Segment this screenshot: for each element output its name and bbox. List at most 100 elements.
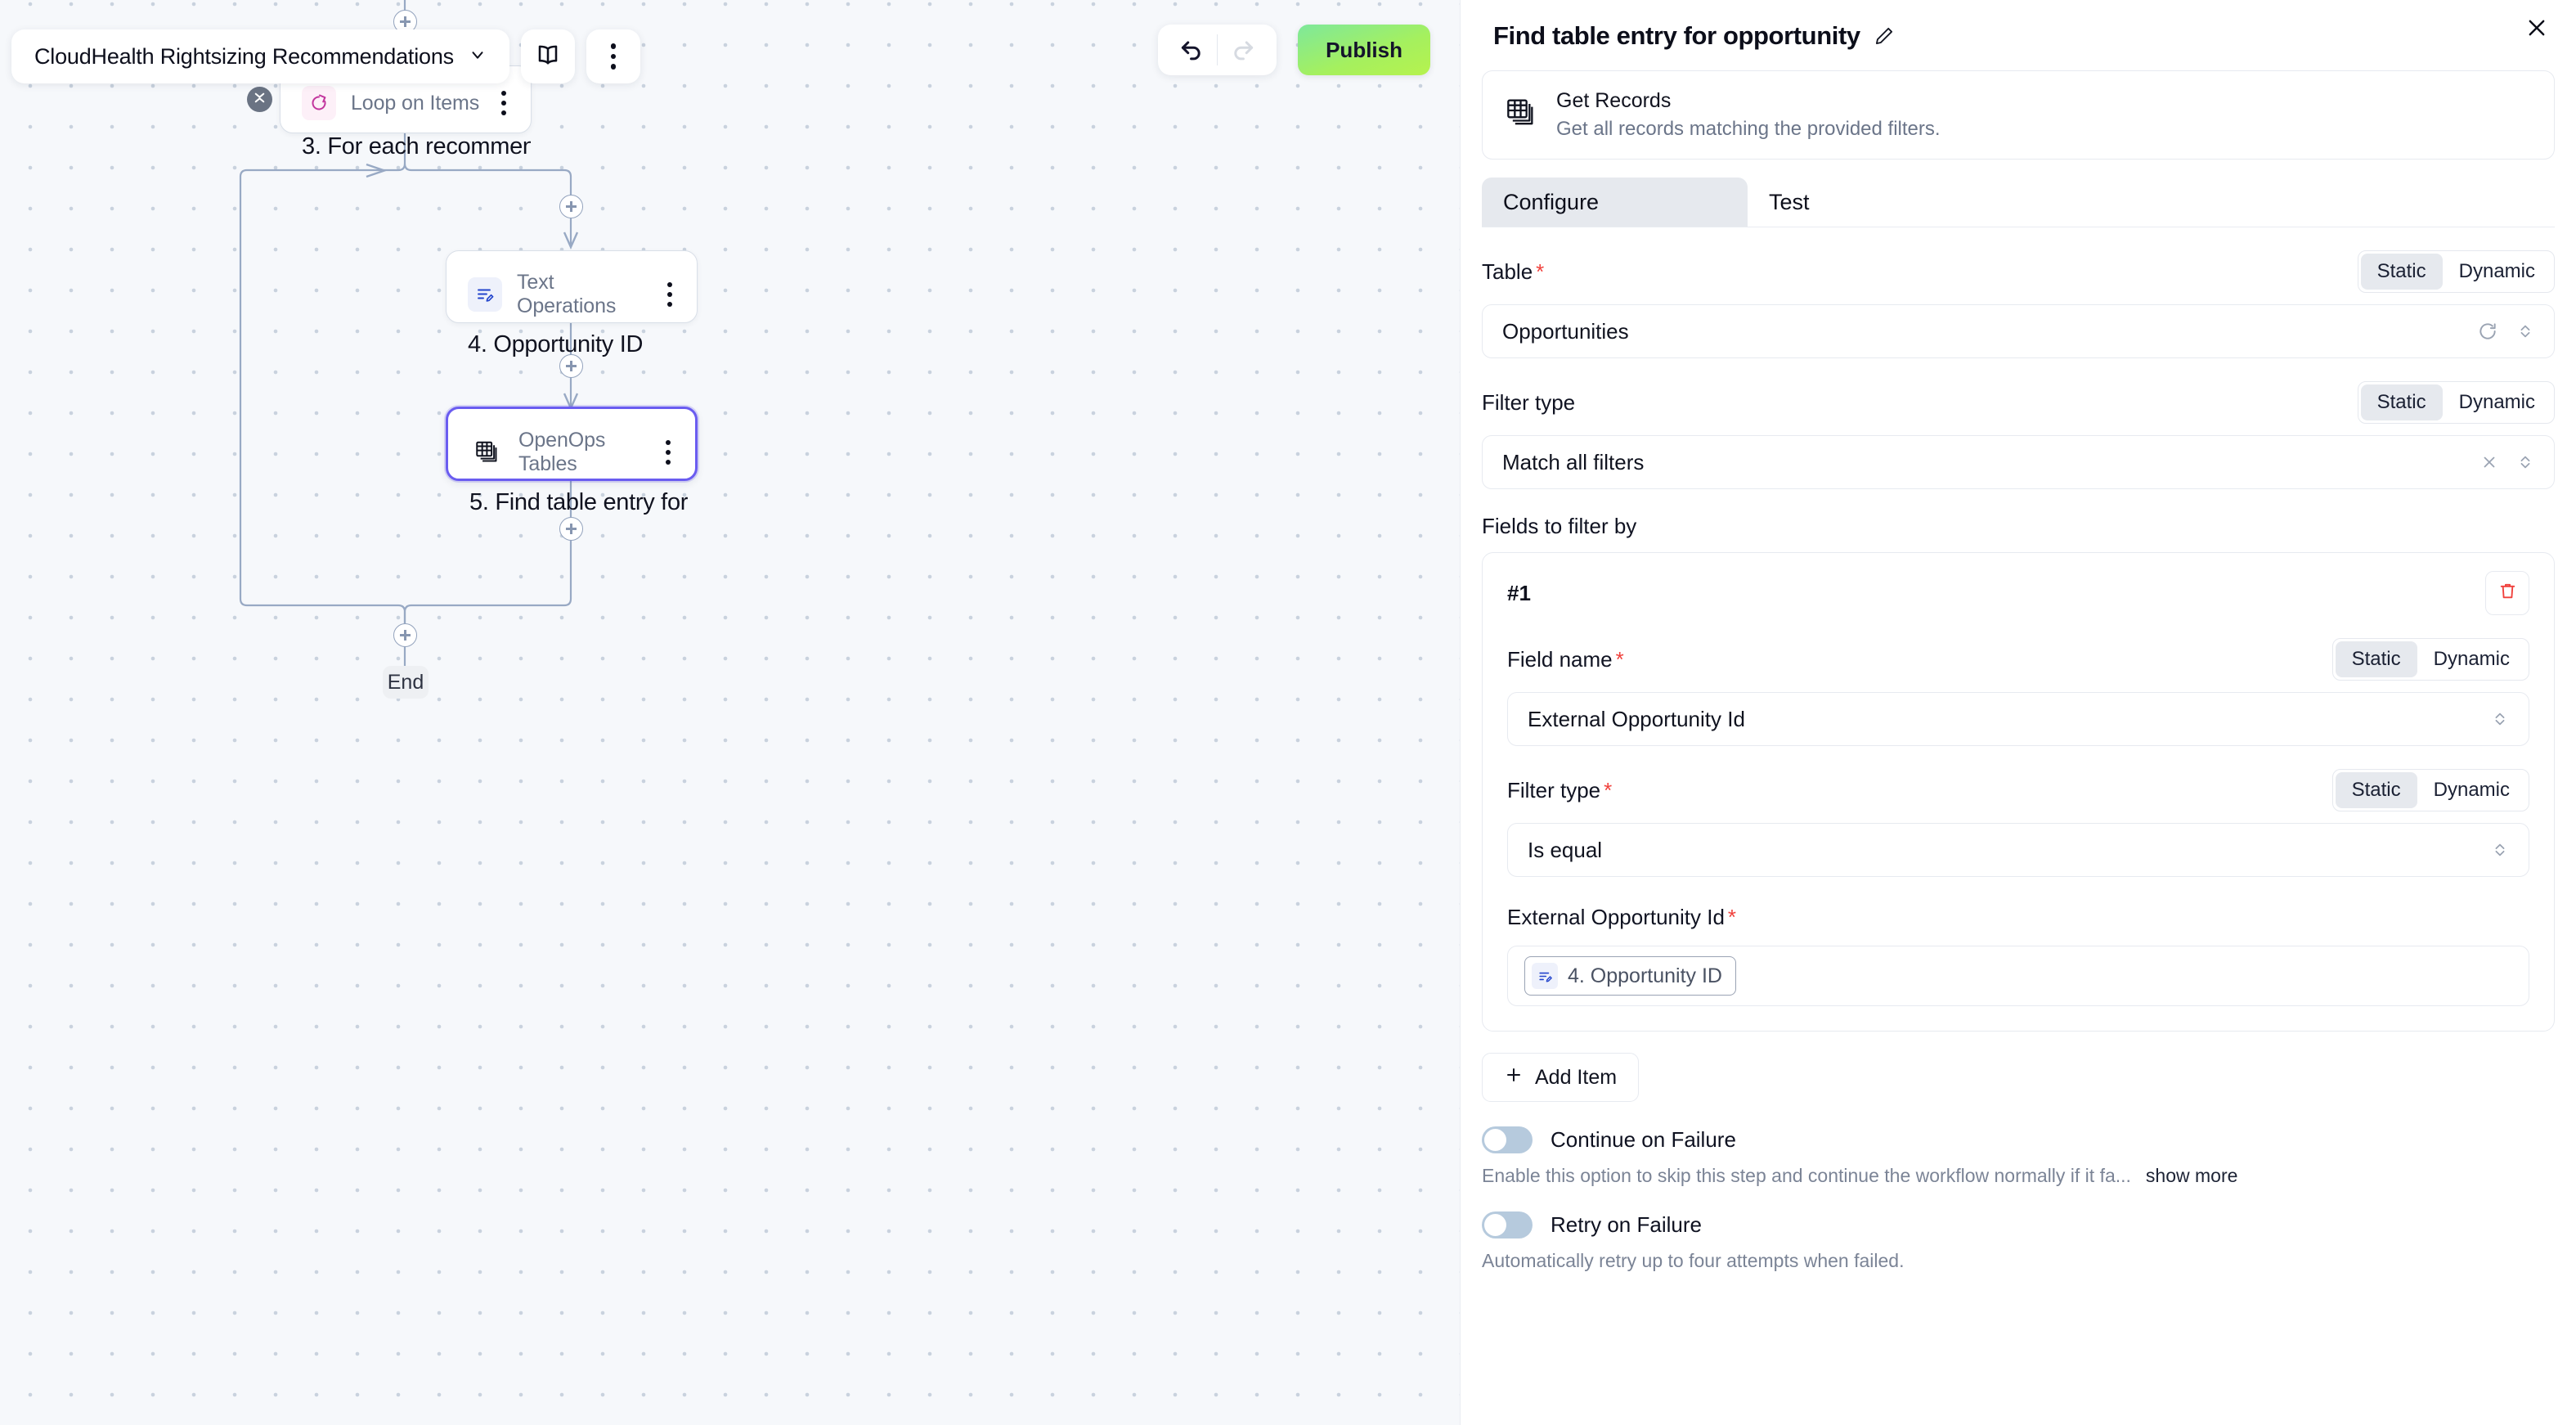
retry-on-failure-help-row: Automatically retry up to four attempts … [1482, 1250, 2555, 1272]
add-step-button-after-tables[interactable] [559, 517, 583, 541]
tables-icon [469, 435, 504, 470]
workflow-canvas[interactable]: CloudHealth Rightsizing Recommendations [0, 0, 1460, 1425]
collapse-branch-button[interactable] [247, 87, 272, 112]
add-item-label: Add Item [1535, 1065, 1618, 1089]
text-operations-icon [1532, 963, 1558, 989]
retry-on-failure-row: Retry on Failure [1482, 1211, 2555, 1238]
filter-type-value: Match all filters [1502, 449, 1645, 474]
retry-on-failure-toggle[interactable] [1482, 1211, 1533, 1238]
node-menu-button[interactable] [666, 281, 676, 308]
filter-type-field-label: Filter type [1482, 389, 1576, 415]
add-step-button-before-tables[interactable] [559, 354, 583, 378]
action-description: Get all records matching the provided fi… [1556, 118, 1941, 140]
kebab-menu-icon [610, 43, 617, 70]
action-name: Get Records [1556, 89, 1672, 112]
toggle-knob [1484, 1129, 1506, 1151]
filter-operator-row: Filter type* Static Dynamic [1507, 769, 2529, 811]
continue-on-failure-toggle[interactable] [1482, 1126, 1533, 1153]
filter-operator-label: Filter type* [1507, 777, 1613, 802]
chevron-down-icon [469, 46, 487, 68]
filter-operator-value: Is equal [1528, 837, 1603, 862]
node-header: Text Operations [447, 251, 697, 318]
workflow-node-text-operations[interactable]: Text Operations 4. Opportunity ID [446, 250, 698, 357]
panel-title-row: Find table entry for opportunity [1493, 21, 2543, 51]
filter-operator-mode-dynamic[interactable]: Dynamic [2433, 779, 2510, 801]
field-name-select-icons [2491, 710, 2509, 728]
table-value: Opportunities [1502, 318, 1629, 344]
node-header: OpenOps Tables [448, 409, 695, 476]
filter-item-1: #1 Field name* Static [1482, 552, 2555, 1032]
chevron-up-down-icon[interactable] [2516, 453, 2534, 471]
add-item-button[interactable]: Add Item [1482, 1053, 1640, 1102]
variable-token[interactable]: 4. Opportunity ID [1524, 956, 1736, 996]
filter-index-label: #1 [1507, 580, 1531, 605]
collapse-chevrons-icon [252, 90, 267, 110]
filter-value-input[interactable]: 4. Opportunity ID [1507, 946, 2529, 1006]
continue-on-failure-help: Enable this option to skip this step and… [1482, 1165, 2131, 1186]
action-summary-card[interactable]: Get Records Get all records matching the… [1482, 70, 2555, 160]
panel-tabs: Configure Test [1482, 178, 2555, 227]
table-mode-dynamic[interactable]: Dynamic [2458, 260, 2535, 282]
canvas-more-button[interactable] [586, 29, 640, 83]
node-header: Loop on Items [280, 66, 531, 120]
filter-type-mode-dynamic[interactable]: Dynamic [2458, 391, 2535, 413]
page-title: Find table entry for opportunity [1493, 21, 1860, 50]
node-kind-label: Text Operations [517, 271, 617, 317]
required-asterisk: * [1604, 777, 1613, 802]
pencil-icon[interactable] [1874, 25, 1895, 47]
table-mode-segmented: Static Dynamic [2357, 250, 2555, 293]
filter-type-field-row: Filter type Static Dynamic [1482, 381, 2555, 424]
show-more-link[interactable]: show more [2145, 1165, 2238, 1186]
flow-name-selector[interactable]: CloudHealth Rightsizing Recommendations [11, 29, 509, 83]
table-select[interactable]: Opportunities [1482, 304, 2555, 358]
toggle-knob [1484, 1214, 1506, 1236]
canvas-top-left-toolbar: CloudHealth Rightsizing Recommendations [11, 29, 640, 83]
chevron-up-down-icon[interactable] [2491, 710, 2509, 728]
text-operations-icon [468, 277, 502, 312]
toolbar-divider [1217, 34, 1218, 65]
filter-operator-select-icons [2491, 841, 2509, 859]
delete-filter-button[interactable] [2485, 571, 2529, 615]
required-asterisk: * [1615, 646, 1624, 672]
refresh-icon[interactable] [2477, 321, 2498, 342]
panel-header: Find table entry for opportunity [1461, 0, 2576, 51]
chevron-up-down-icon[interactable] [2491, 841, 2509, 859]
action-text: Get Records Get all records matching the… [1556, 89, 1941, 141]
undo-button[interactable] [1166, 25, 1217, 75]
required-asterisk: * [1727, 904, 1737, 929]
workflow-node-openops-tables[interactable]: OpenOps Tables 5. Find table entry for o… [446, 407, 698, 515]
close-panel-button[interactable] [2519, 11, 2555, 47]
publish-button[interactable]: Publish [1298, 25, 1430, 75]
field-name-value: External Opportunity Id [1528, 706, 1745, 731]
table-field-label: Table* [1482, 258, 1545, 284]
field-name-mode-static[interactable]: Static [2335, 641, 2417, 677]
field-name-row: Field name* Static Dynamic [1507, 638, 2529, 681]
tab-test[interactable]: Test [1748, 178, 2013, 227]
node-kind-label: Loop on Items [351, 91, 480, 115]
canvas-top-right-toolbar: Publish [1158, 25, 1430, 75]
workflow-edges [239, 0, 579, 666]
required-asterisk: * [1536, 258, 1545, 284]
close-icon [2525, 16, 2548, 43]
end-node[interactable]: End [383, 666, 429, 699]
field-name-mode-dynamic[interactable]: Dynamic [2433, 648, 2510, 670]
filter-value-label: External Opportunity Id* [1507, 904, 1737, 929]
retry-on-failure-help: Automatically retry up to four attempts … [1482, 1250, 1905, 1271]
tab-configure[interactable]: Configure [1482, 178, 1748, 227]
retry-on-failure-label: Retry on Failure [1551, 1212, 1702, 1237]
table-mode-static[interactable]: Static [2360, 254, 2443, 290]
node-menu-button[interactable] [500, 90, 510, 116]
node-title: 4. Opportunity ID [468, 331, 644, 357]
field-name-select[interactable]: External Opportunity Id [1507, 692, 2529, 746]
filter-operator-select[interactable]: Is equal [1507, 823, 2529, 877]
node-menu-button[interactable] [665, 439, 675, 465]
filter-type-select[interactable]: Match all filters [1482, 435, 2555, 489]
docs-button[interactable] [520, 29, 575, 83]
add-step-button-before-text[interactable] [559, 195, 583, 218]
filter-type-mode-static[interactable]: Static [2360, 384, 2443, 420]
close-x-icon[interactable] [2480, 453, 2498, 471]
filter-operator-mode-static[interactable]: Static [2335, 772, 2417, 808]
chevron-up-down-icon[interactable] [2516, 322, 2534, 340]
redo-button[interactable] [1218, 25, 1268, 75]
add-step-button-before-end[interactable] [393, 623, 417, 647]
